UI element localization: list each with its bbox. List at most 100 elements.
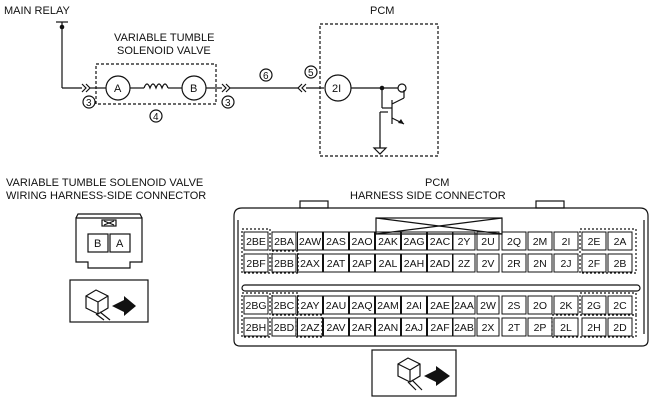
pcm-pin-label: 2AU	[326, 300, 346, 312]
pcm-pin-cell	[375, 317, 401, 337]
pcm-pin-cell	[501, 231, 527, 251]
pcm-pin-label: 2AH	[404, 258, 424, 270]
pcm-pin-cell	[452, 317, 476, 337]
connector-3-left-symbol	[81, 83, 91, 93]
pcm-pin-label: 2AW	[299, 236, 321, 248]
pcm-pin-cell	[323, 317, 349, 337]
pcm-pin-label: 2I	[562, 236, 571, 248]
pcm-pin-cell	[349, 317, 375, 337]
pcm-pin-label: 2X	[482, 322, 495, 334]
pcm-pin-cell	[501, 295, 527, 315]
pcm-pin-label: 2O	[533, 300, 547, 312]
pcm-pin-cell	[271, 253, 297, 273]
pcm-pin-label: 2BB	[274, 258, 294, 270]
pcm-pin-label: 2AO	[351, 236, 372, 248]
pcm-pin-cell	[607, 231, 633, 251]
pcm-connector-housing	[233, 200, 649, 347]
pcm-pin-label: 2AK	[378, 236, 398, 248]
pcm-pin-cell	[349, 253, 375, 273]
pcm-pin-label: 2AX	[300, 258, 320, 270]
pcm-pin-cell	[243, 295, 269, 315]
svg-text:3: 3	[225, 98, 231, 109]
conn-pin-b: B	[94, 238, 101, 250]
right-connector-title-2: HARNESS SIDE CONNECTOR	[350, 190, 506, 202]
pcm-pin-cell	[271, 295, 297, 315]
circle-4	[149, 109, 163, 123]
pcm-pin-cell	[349, 295, 375, 315]
solenoid-harness-connector	[75, 213, 143, 269]
pcm-pin-cell	[476, 295, 500, 315]
pcm-pin-cell	[271, 231, 297, 251]
pcm-pin-cell	[501, 317, 527, 337]
pcm-pin-cell	[607, 253, 633, 273]
pcm-pin-cell	[553, 253, 579, 273]
svg-text:6: 6	[263, 71, 269, 82]
pcm-pin-label: 2T	[508, 322, 521, 334]
pcm-pin-label: 2AZ	[300, 322, 320, 334]
probe-icon	[69, 279, 149, 323]
pcm-pin-label: 2Q	[507, 236, 521, 248]
pcm-pin-cell	[271, 317, 297, 337]
pcm-pin-cell	[297, 253, 323, 273]
pcm-pin-label: 2R	[507, 258, 521, 270]
pcm-pin-label: 2BF	[246, 258, 265, 270]
pcm-pin-label: 2D	[613, 322, 627, 334]
svg-text:5: 5	[308, 68, 314, 79]
pcm-pin-label: 2G	[587, 300, 601, 312]
pcm-pin-label: 2AY	[300, 300, 319, 312]
pcm-pin-label: 2E	[588, 236, 601, 248]
pcm-pin-cell	[527, 317, 553, 337]
pcm-label: PCM	[370, 5, 394, 17]
pcm-pin-label: 2U	[481, 236, 494, 248]
solenoid-coil	[143, 83, 169, 90]
pcm-pin-label: 2AP	[352, 258, 372, 270]
left-connector-title-1: VARIABLE TUMBLE SOLENOID VALVE	[6, 177, 203, 189]
pcm-pin-label: 2AT	[327, 258, 346, 270]
pcm-pin-label: 2AD	[430, 258, 451, 270]
svg-text:A: A	[114, 83, 122, 95]
pcm-pin-label: 2C	[613, 300, 627, 312]
pcm-pin-label: 2M	[533, 236, 548, 248]
pcm-pin-cell	[553, 295, 579, 315]
pcm-pin-label: 2J	[560, 258, 571, 270]
pcm-pin-label: 2S	[508, 300, 521, 312]
pcm-pin-label: 2BG	[245, 300, 266, 312]
pcm-pin-label: 2AA	[454, 300, 474, 312]
pcm-pin-label: 2A	[614, 236, 627, 248]
pcm-pin-cell	[401, 231, 427, 251]
pcm-pin-cell	[452, 295, 476, 315]
pcm-pin-label: 2BH	[246, 322, 266, 334]
pcm-pin-label: 2B	[614, 258, 627, 270]
pcm-pin-cell	[527, 295, 553, 315]
pcm-pin-label: 2BC	[274, 300, 295, 312]
pcm-output-terminal	[397, 83, 407, 93]
connector-5-symbol	[297, 83, 307, 93]
pcm-pin-label: 2AC	[430, 236, 451, 248]
pcm-pin-cell	[527, 231, 553, 251]
pcm-pin-label: 2AF	[430, 322, 449, 334]
valve-title-1: VARIABLE TUMBLE	[114, 32, 214, 44]
pcm-pin-cell	[581, 253, 607, 273]
pcm-pin-cell	[297, 317, 323, 337]
pcm-pin-label: 2AL	[379, 258, 398, 270]
pcm-pin-cell	[553, 231, 579, 251]
pcm-pin-cell	[349, 231, 375, 251]
pcm-pin-cell	[323, 295, 349, 315]
pcm-pin-cell	[243, 317, 269, 337]
pcm-pin-label: 2V	[482, 258, 495, 270]
conn-pin-a: A	[116, 238, 124, 250]
pcm-pin-cell	[607, 317, 633, 337]
pcm-pin-cell	[323, 231, 349, 251]
pcm-pin-label: 2F	[588, 258, 600, 270]
pcm-pin-cell	[553, 317, 579, 337]
pcm-pin-label: 2AI	[406, 300, 422, 312]
pcm-pin-label: 2AM	[377, 300, 399, 312]
pcm-pin-label: 2AS	[326, 236, 346, 248]
pcm-pin-label: 2AG	[403, 236, 424, 248]
circle-5	[304, 65, 318, 79]
pcm-pin-cell	[375, 253, 401, 273]
circle-6	[259, 68, 273, 82]
pcm-pin-cell	[476, 231, 500, 251]
pcm-pin-cell	[401, 317, 427, 337]
